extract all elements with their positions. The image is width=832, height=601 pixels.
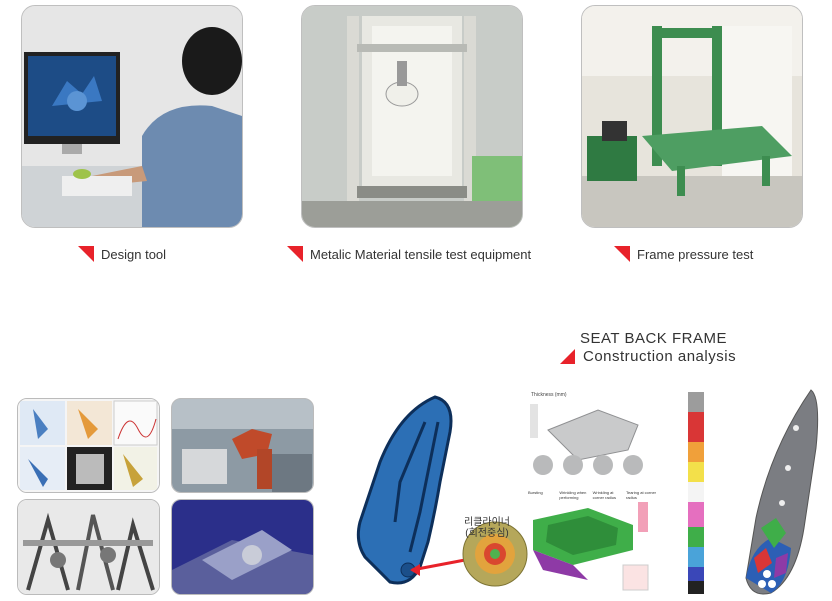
legend-wrinkling-performing: Wrinkling when performing xyxy=(559,490,587,500)
forming-analysis-figure xyxy=(528,390,658,597)
legend-wrinkling-corner: Wrinkling at corner radius xyxy=(592,490,616,500)
red-triangle-icon xyxy=(287,246,303,262)
forming-legend: Bursting Wrinkling when performing Wrink… xyxy=(528,490,658,500)
tensile-caption: Metalic Material tensile test equipment xyxy=(287,246,531,262)
recliner-label-line2: (회전중심) xyxy=(465,528,509,539)
recliner-label-line1: 리클라이너 xyxy=(464,517,510,528)
cad-model-photo xyxy=(171,499,314,595)
legend-bursting: Bursting xyxy=(528,490,543,495)
stress-color-scale xyxy=(688,392,704,594)
frame-pressure-caption: Frame pressure test xyxy=(614,246,753,262)
jig-fixture-photo xyxy=(17,499,160,595)
design-tool-caption: Design tool xyxy=(78,246,166,262)
recliner-label: 리클라이너 (회전중심) xyxy=(464,517,510,539)
cae-analysis-collage xyxy=(17,398,160,493)
legend-tearing-corner: Tearing at corner radius xyxy=(625,490,656,500)
design-tool-photo xyxy=(21,5,243,228)
red-triangle-icon xyxy=(78,246,94,262)
red-triangle-icon xyxy=(614,246,630,262)
fea-frame-model xyxy=(716,388,826,598)
seat-back-frame-title: SEAT BACK FRAME xyxy=(580,330,727,347)
caption-text: Frame pressure test xyxy=(637,246,754,262)
frame-pressure-photo xyxy=(581,5,803,228)
thickness-label: Thickness (mm) xyxy=(531,392,567,398)
caption-text: Metalic Material tensile test equipment xyxy=(310,246,532,262)
construction-analysis-subtitle: Construction analysis xyxy=(560,348,736,365)
red-triangle-icon xyxy=(560,349,575,364)
seat-frame-model xyxy=(340,392,535,597)
caption-text: Design tool xyxy=(101,246,167,262)
subtitle-text: Construction analysis xyxy=(583,348,737,365)
tensile-test-photo xyxy=(301,5,523,228)
robot-welding-photo xyxy=(171,398,314,493)
